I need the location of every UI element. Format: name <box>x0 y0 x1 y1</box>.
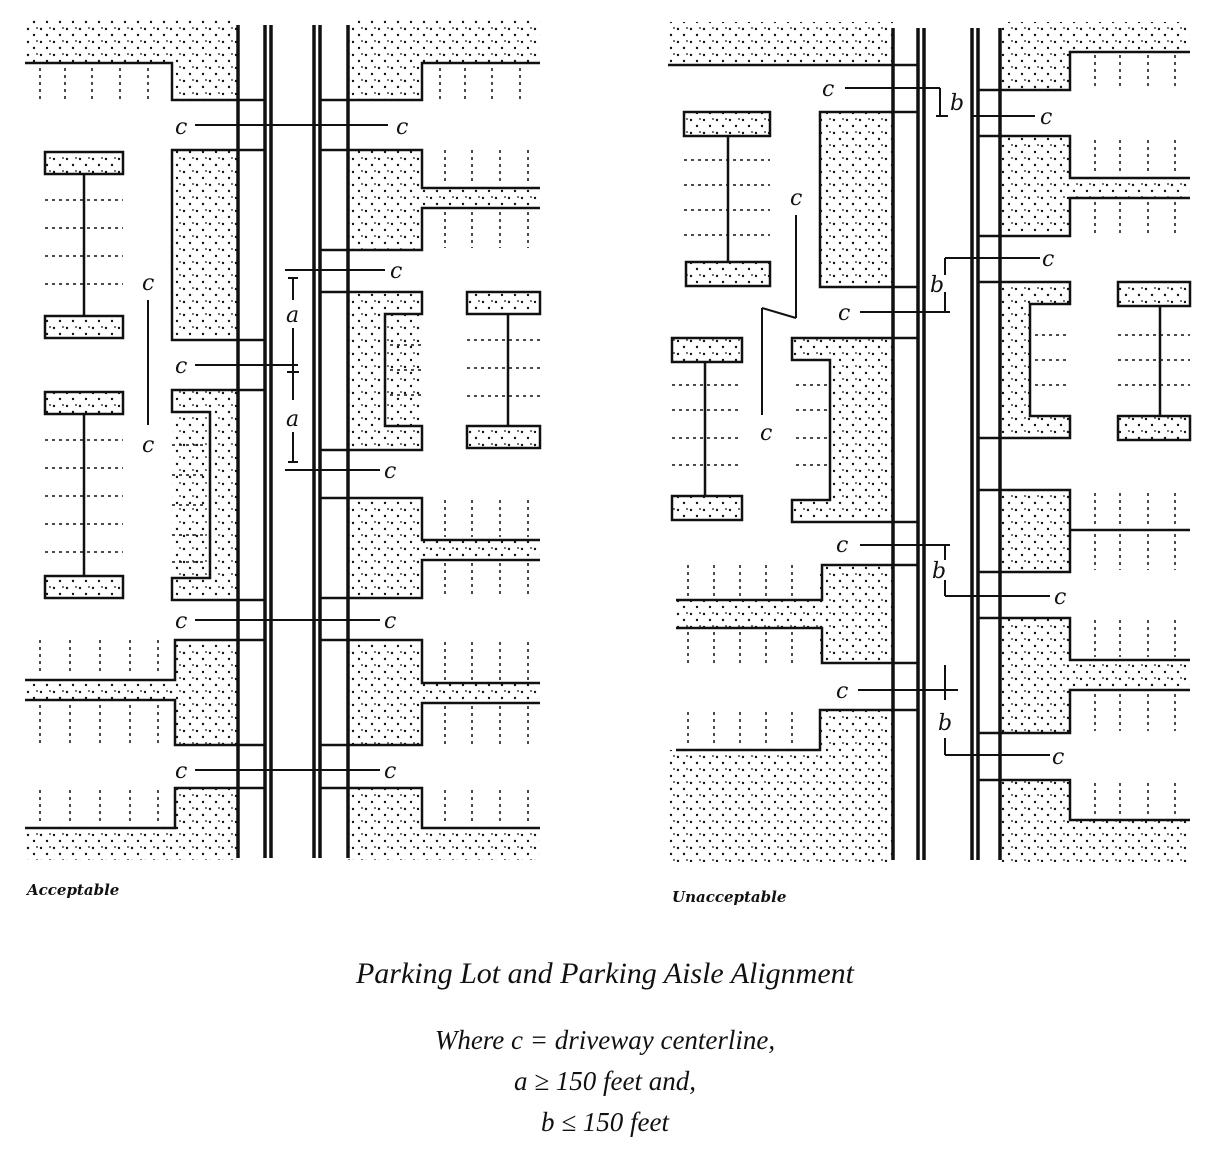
figure-title: Parking Lot and Parking Aisle Alignment <box>355 957 855 990</box>
stippled-areas <box>668 22 1190 862</box>
label-b: b <box>938 711 952 736</box>
label-c: c <box>838 301 850 326</box>
label-c: c <box>390 259 402 284</box>
unacceptable-panel-label: Unacceptable <box>672 888 786 906</box>
road-edges <box>891 28 1002 860</box>
label-c: c <box>142 433 154 458</box>
acceptable-panel <box>25 20 542 860</box>
label-c: c <box>175 609 187 634</box>
legend-b-definition: b ≤ 150 feet <box>540 1107 670 1137</box>
stippled-areas <box>25 20 540 860</box>
label-b: b <box>950 91 964 116</box>
centerline-leaders <box>761 87 1050 756</box>
label-c: c <box>1040 105 1052 130</box>
label-c: c <box>1054 585 1066 610</box>
label-a: a <box>286 303 299 328</box>
lot-outlines <box>25 61 542 830</box>
legend-c-definition: Where c = driveway centerline, <box>434 1025 776 1055</box>
parking-stalls <box>39 68 540 825</box>
label-c: c <box>142 271 154 296</box>
parking-stalls <box>672 55 1190 817</box>
unacceptable-panel <box>668 22 1192 862</box>
unacceptable-labels: c b c c c b c c c b c c b c <box>760 77 1066 770</box>
label-c: c <box>396 115 408 140</box>
road-edges <box>236 25 350 858</box>
driveway-connectors <box>238 98 348 790</box>
acceptable-panel-label: Acceptable <box>25 881 119 899</box>
centerline-leaders <box>147 124 388 771</box>
label-c: c <box>1052 745 1064 770</box>
label-c: c <box>790 186 802 211</box>
label-c: c <box>175 354 187 379</box>
label-c: c <box>822 77 834 102</box>
label-c: c <box>384 459 396 484</box>
label-c: c <box>175 759 187 784</box>
label-c: c <box>384 609 396 634</box>
legend-a-definition: a ≥ 150 feet and, <box>513 1066 697 1096</box>
acceptable-labels: c c c c a c a c c c c c c <box>142 115 408 784</box>
label-a: a <box>286 407 299 432</box>
label-c: c <box>836 533 848 558</box>
driveway-connectors <box>893 63 1000 782</box>
label-c: c <box>384 759 396 784</box>
label-c: c <box>175 115 187 140</box>
label-c: c <box>1042 247 1054 272</box>
label-c: c <box>760 421 772 446</box>
label-b: b <box>930 273 944 298</box>
label-b: b <box>932 559 946 584</box>
lot-outlines <box>668 50 1192 822</box>
label-c: c <box>836 679 848 704</box>
